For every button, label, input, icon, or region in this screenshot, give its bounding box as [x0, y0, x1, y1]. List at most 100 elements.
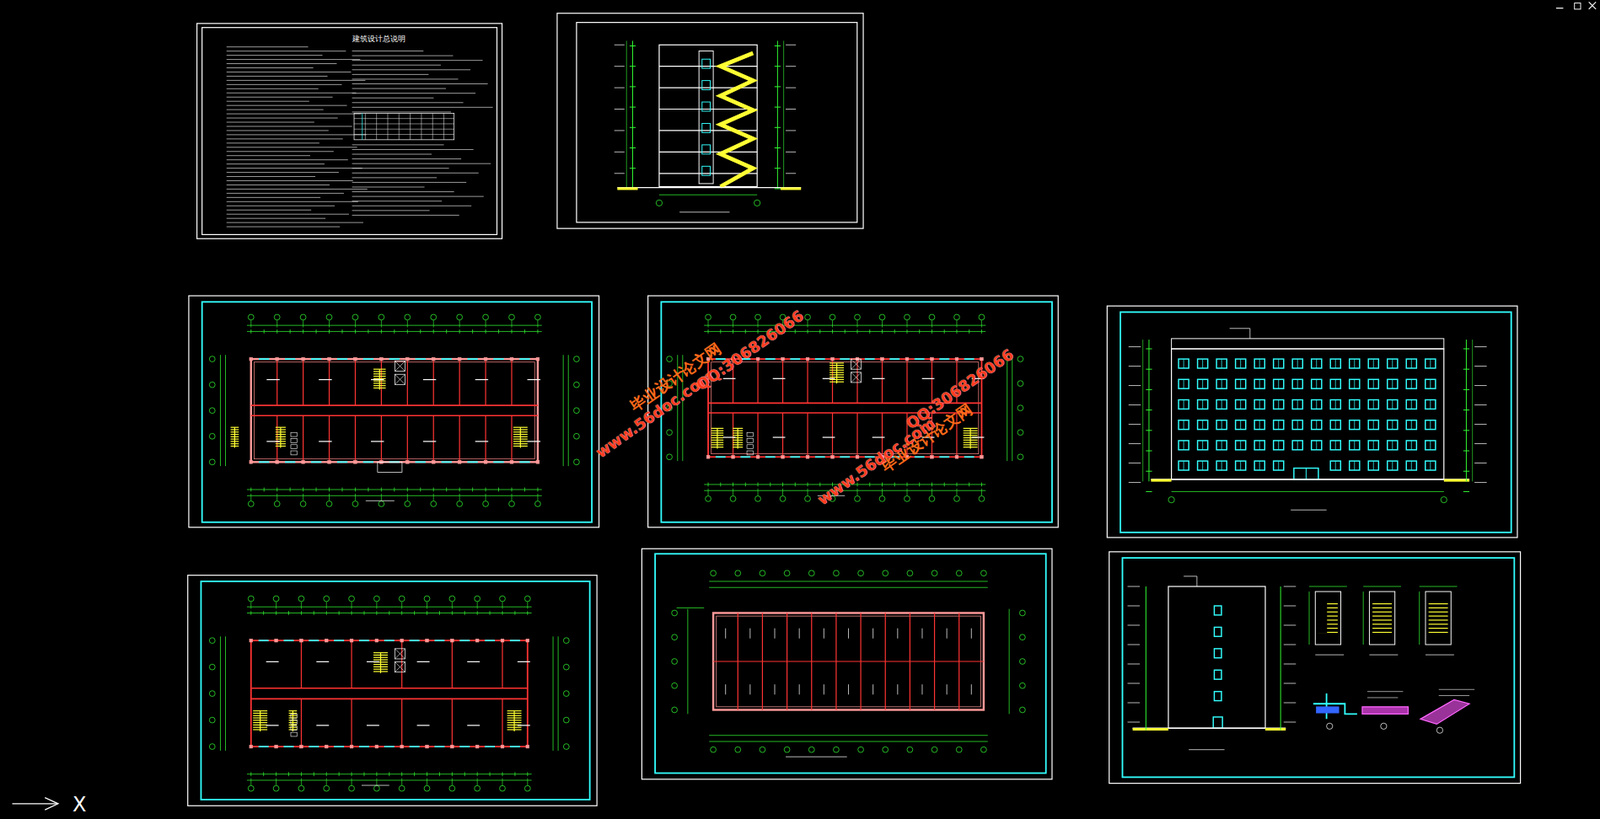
window [815, 456, 826, 458]
level-mark [1474, 385, 1488, 387]
slope-arrow [774, 684, 776, 695]
dimension-tick [388, 611, 390, 616]
dimension-tick [955, 329, 957, 334]
note-text-line [352, 209, 430, 211]
dimension-line [687, 609, 688, 715]
dimension-line [220, 636, 221, 752]
window-mullion [1315, 440, 1317, 451]
grid-bubble [666, 454, 673, 461]
partition-wall [757, 359, 758, 403]
dimension-tick [485, 329, 487, 334]
grid-bubble [1019, 682, 1026, 689]
dimension-tick [451, 772, 453, 777]
window-mullion [1297, 440, 1299, 451]
room-label-mark [266, 724, 280, 726]
grid-bubble [474, 595, 481, 602]
grid-line [536, 493, 538, 501]
column [855, 455, 860, 459]
sheet-frame [557, 13, 864, 229]
grid-line [510, 320, 512, 328]
window-mullion [1240, 400, 1241, 410]
note-text-line [226, 138, 344, 140]
window-mullion [1315, 359, 1317, 369]
ground-hatch [1444, 479, 1470, 483]
column [930, 455, 935, 459]
room-label-mark [527, 379, 541, 381]
window [389, 358, 400, 360]
column [457, 461, 462, 465]
note-text-line [226, 67, 314, 69]
grid-bubble [754, 199, 761, 206]
sheet-title: 建筑设计总说明 [352, 35, 406, 43]
dimension-tick [351, 611, 353, 616]
note-text-line [226, 46, 309, 48]
sheet-frame [576, 22, 858, 223]
level-mark [1283, 703, 1297, 704]
grid-bubble [666, 429, 673, 436]
dimension-tick [745, 483, 747, 488]
grid-bubble [247, 595, 254, 602]
level-mark [785, 129, 796, 131]
section-window [702, 59, 711, 69]
sheet-frame [197, 23, 503, 239]
partition-wall [302, 415, 304, 462]
dimension-tick [489, 772, 491, 777]
window [1406, 359, 1417, 369]
column [324, 745, 328, 749]
dimension-tick [524, 329, 526, 334]
dimension-line [708, 580, 988, 582]
note-text-line [226, 71, 352, 73]
dimension-tick [968, 483, 970, 488]
window [964, 456, 975, 458]
level-mark [1474, 404, 1488, 406]
window-mullion [1373, 461, 1375, 471]
note-text-line [352, 200, 443, 202]
partition-wall [881, 359, 883, 403]
dimension-tick [439, 611, 441, 616]
note-text-line [352, 102, 464, 103]
grid-line [328, 320, 330, 328]
partition-wall [906, 359, 908, 403]
grid-bubble [671, 659, 678, 666]
grid-bubble [808, 746, 815, 753]
dimension-line [1171, 491, 1445, 493]
dimension-tick [745, 329, 747, 334]
column [275, 357, 280, 361]
window [1349, 379, 1360, 389]
dimension-tick [1145, 491, 1152, 493]
grid-bubble [1017, 429, 1024, 436]
grid-line [536, 320, 538, 328]
sheet-frame [1109, 552, 1521, 784]
sheet-frame [655, 553, 1047, 774]
window-mullion [1277, 400, 1279, 410]
dimension-tick [289, 488, 291, 493]
window-mullion [1183, 420, 1185, 430]
note-text-line [352, 172, 479, 174]
window-mullion [1373, 359, 1375, 369]
window [914, 358, 925, 360]
dimension-tick [426, 772, 428, 777]
note-text-line [226, 146, 358, 148]
stair-tread [1428, 628, 1449, 629]
exterior-wall [251, 359, 538, 462]
slope-arrow [971, 684, 972, 695]
dimension-tick [906, 483, 908, 488]
dimension-tick [445, 488, 447, 493]
window [1216, 359, 1227, 369]
grid-bubble [300, 501, 307, 508]
grid-line [276, 493, 278, 501]
column [930, 357, 935, 361]
dimension-tick [769, 483, 771, 488]
grid-line [981, 320, 983, 328]
grid-line [250, 778, 252, 786]
dimension-line [246, 325, 543, 327]
grid-bubble [247, 314, 254, 321]
dimension-tick [1463, 348, 1470, 349]
window [1254, 461, 1265, 471]
window-mullion [1335, 461, 1337, 471]
dimension-line [1148, 339, 1149, 482]
grid-line [510, 493, 512, 501]
note-text-line [226, 218, 326, 220]
grid-bubble [209, 381, 215, 388]
column [756, 357, 760, 361]
